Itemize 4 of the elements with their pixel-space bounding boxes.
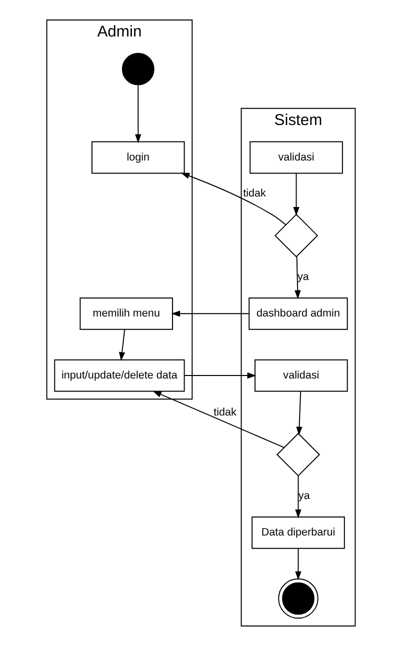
edge-label: tidak — [242, 188, 266, 200]
edge-label: ya — [296, 271, 308, 284]
edge-label: tidak — [213, 406, 236, 419]
edge-label: ya — [298, 490, 310, 502]
